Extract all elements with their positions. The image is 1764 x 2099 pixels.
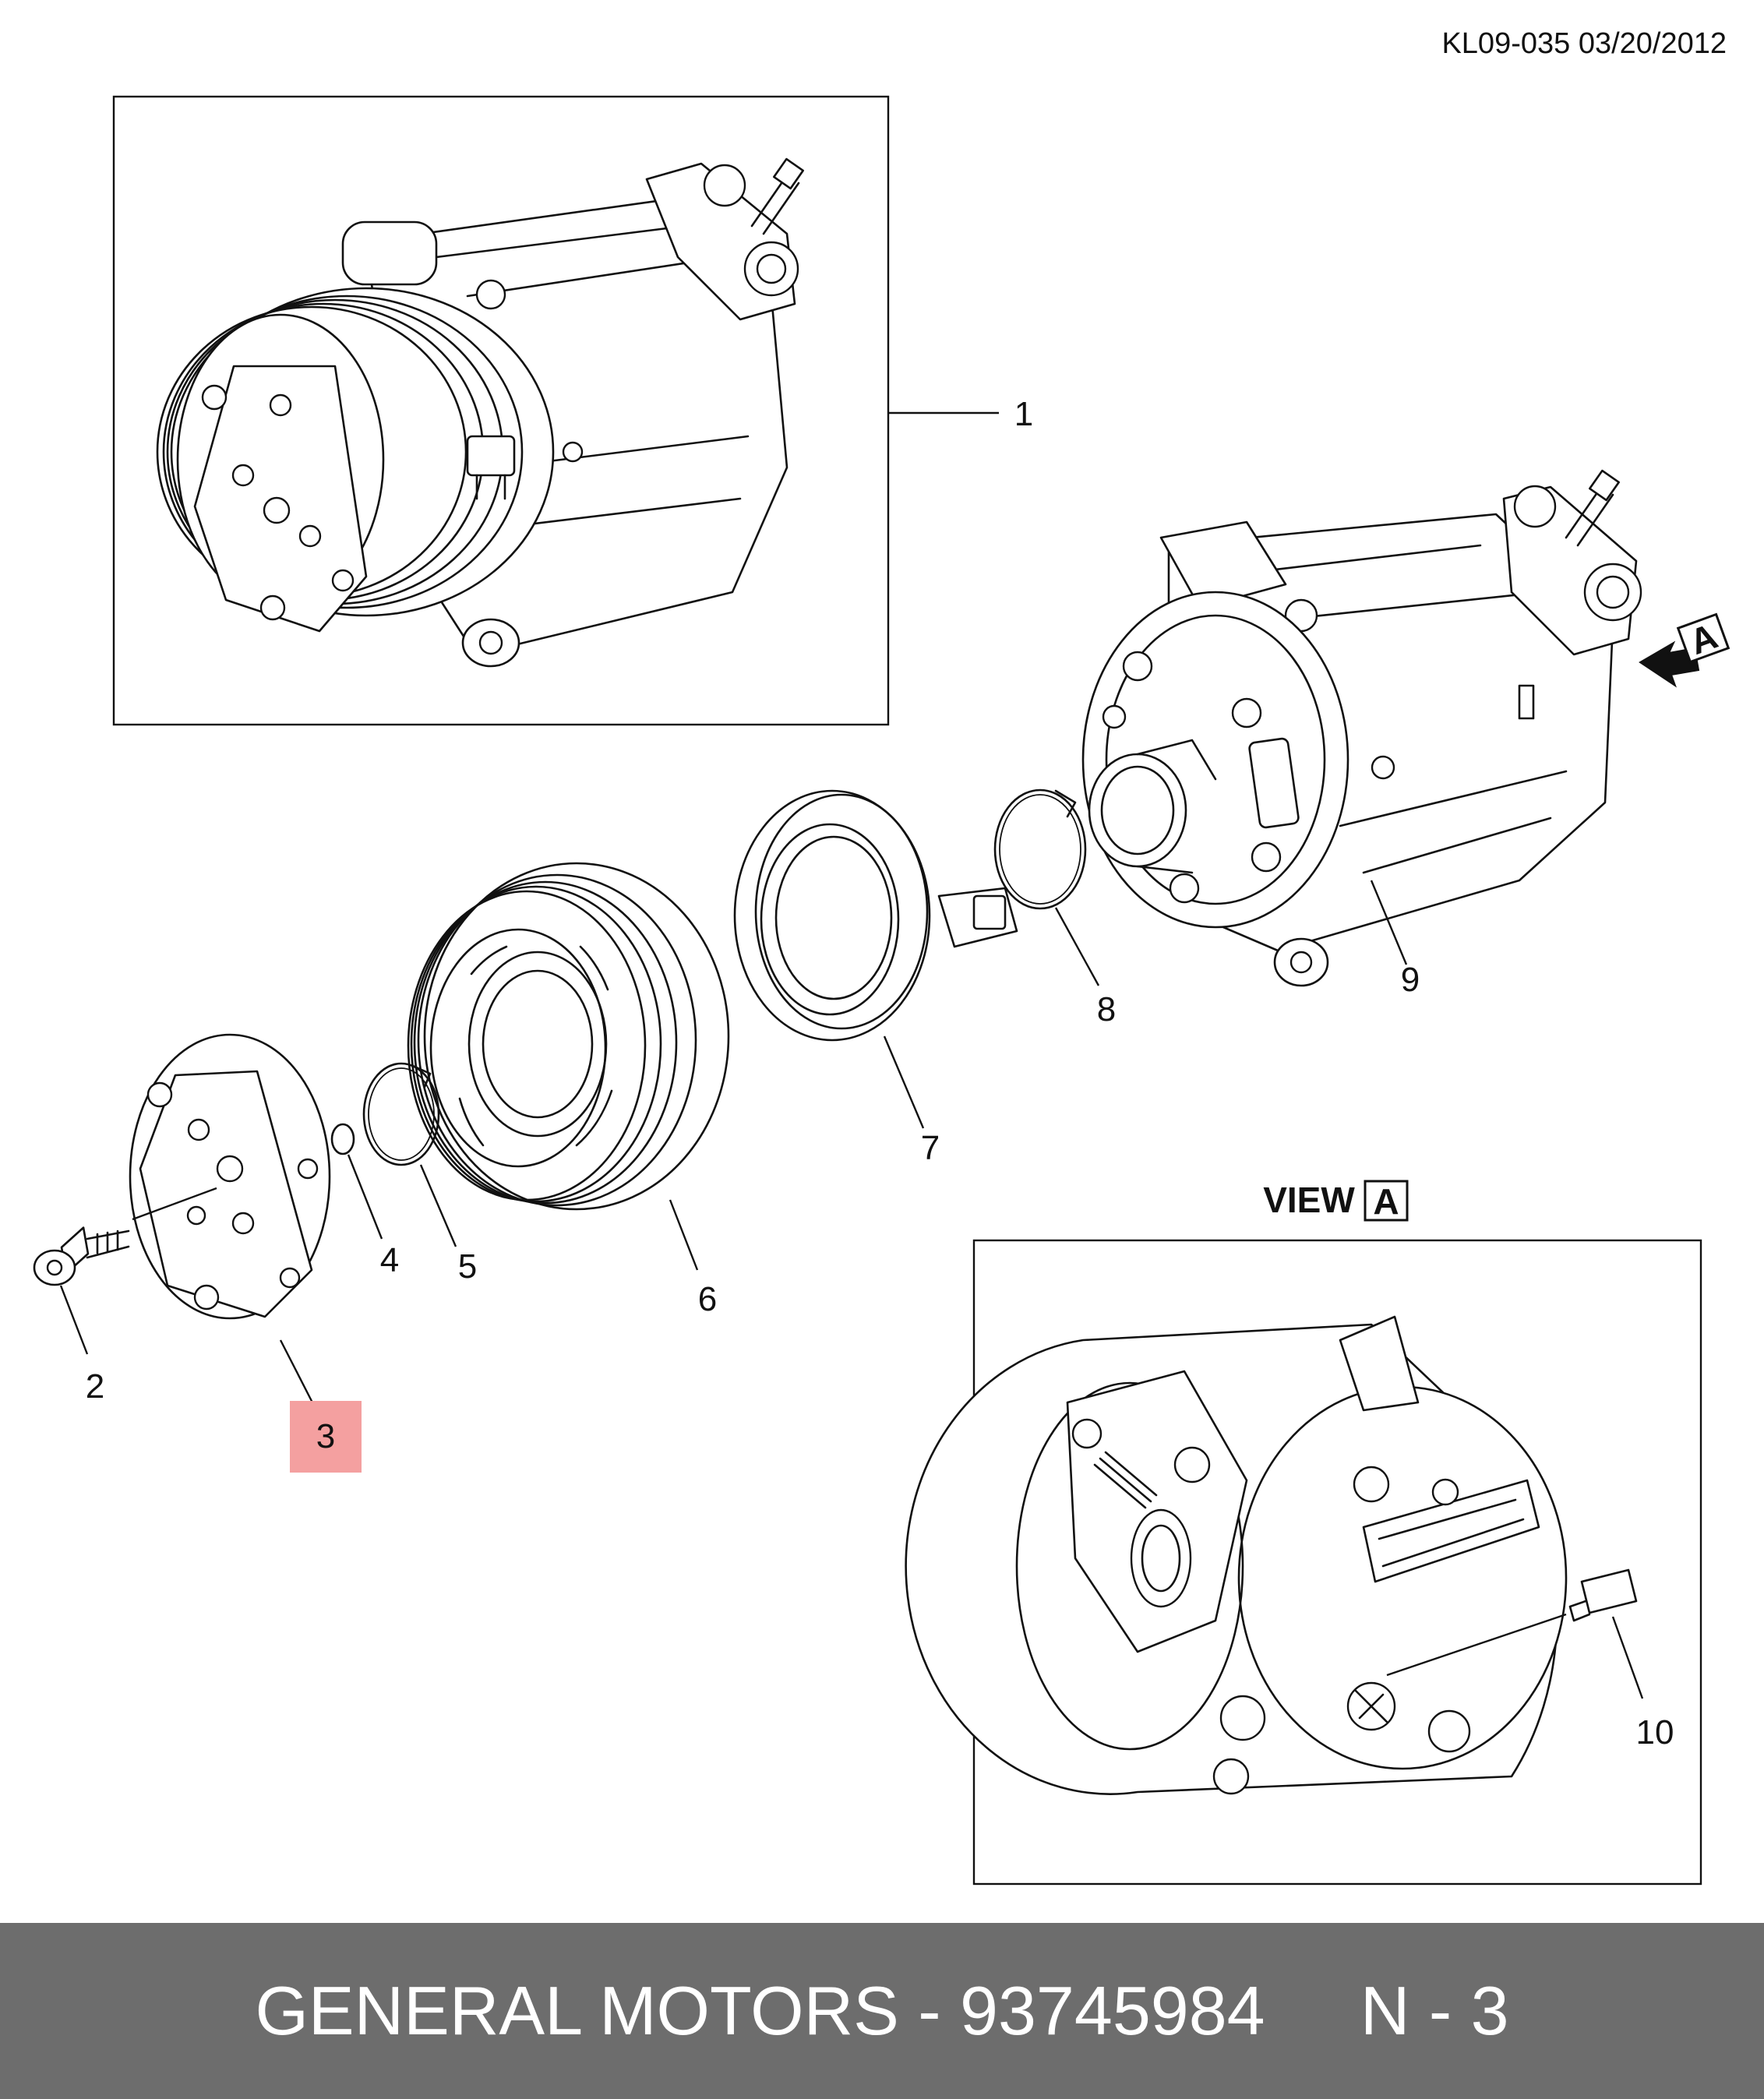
- footer-separator: -: [918, 1972, 941, 2049]
- view-a-title: VIEW A: [1263, 1180, 1409, 1222]
- callout-1: 1: [1014, 395, 1033, 433]
- callout-3: 3: [316, 1417, 335, 1455]
- callout-2: 2: [86, 1367, 104, 1406]
- clutch-coil-7: [733, 789, 1018, 1042]
- footer-part-number: 93745984: [960, 1972, 1265, 2049]
- snap-ring-8: [993, 788, 1087, 910]
- view-letter: A: [1373, 1181, 1399, 1222]
- shim-4: [330, 1123, 355, 1155]
- callout-5: 5: [458, 1247, 477, 1286]
- callout-10: 10: [1636, 1713, 1674, 1752]
- document-id: KL09-035 03/20/2012: [1441, 27, 1727, 60]
- bolt-2: [33, 1226, 130, 1286]
- callout-3-highlight: [290, 1401, 362, 1473]
- snap-ring-5: [362, 1062, 440, 1166]
- compressor-body-drawing: [1081, 469, 1642, 987]
- callout-9: 9: [1401, 961, 1420, 999]
- callout-6: 6: [698, 1280, 717, 1318]
- pulley-6: [407, 862, 730, 1211]
- callout-4: 4: [380, 1241, 399, 1279]
- compressor-rear-view-drawing: [905, 1315, 1638, 1795]
- compressor-assembly-drawing: [156, 157, 804, 668]
- callout-7: 7: [921, 1129, 940, 1167]
- clutch-plate-3: [129, 1033, 331, 1320]
- view-a-arrow: A: [1639, 612, 1730, 688]
- footer-banner: GENERAL MOTORS - 93745984 N - 3: [0, 1923, 1764, 2099]
- view-label: VIEW: [1263, 1180, 1355, 1220]
- footer-brand: GENERAL MOTORS: [255, 1972, 899, 2049]
- footer-ref: N - 3: [1360, 1972, 1509, 2049]
- exploded-parts-diagram: KL09-035 03/20/2012: [33, 27, 1730, 1886]
- assembly-frame: [112, 95, 890, 726]
- callout-8: 8: [1097, 990, 1116, 1028]
- bolt-axis: [132, 1187, 217, 1221]
